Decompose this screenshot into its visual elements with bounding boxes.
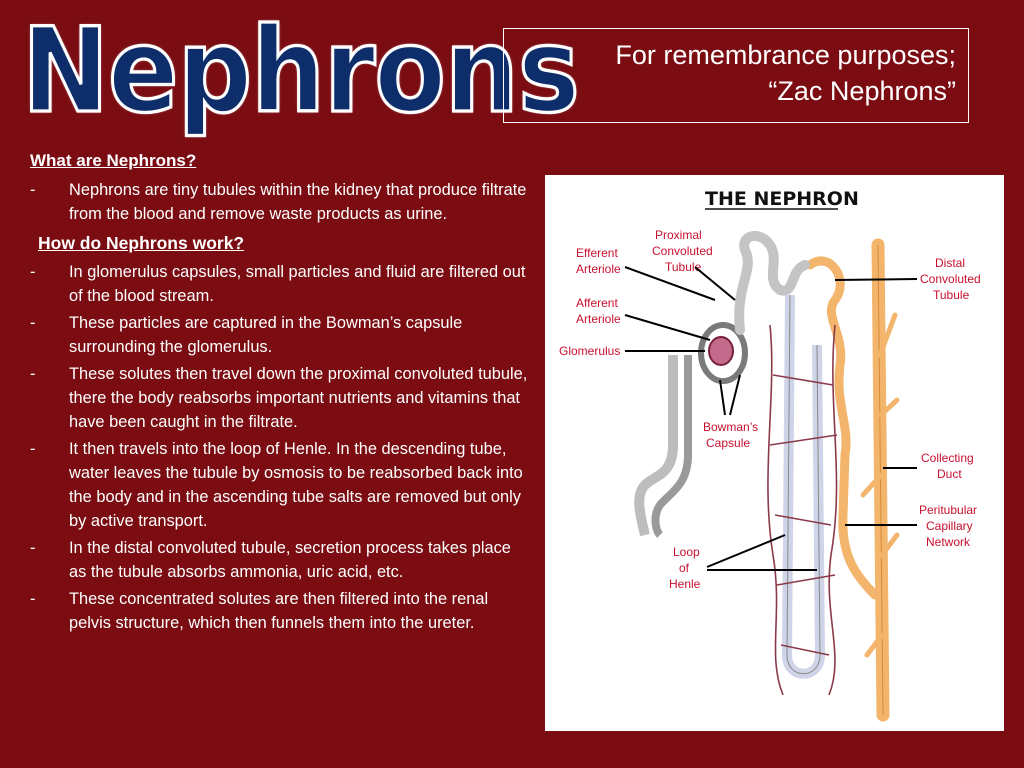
loop-of-henle-outline (786, 294, 821, 675)
callout-line-2: “Zac Nephrons” (768, 76, 956, 106)
bullet-item: - These particles are captured in the Bo… (30, 311, 530, 359)
label-peritubular-network: Peritubular Capillary Network (919, 503, 980, 549)
bullet-item: - Nephrons are tiny tubules within the k… (30, 178, 530, 226)
label-efferent-arteriole: Efferent Arteriole (576, 246, 621, 276)
label-loop-of-henle: Loop of Henle (669, 545, 703, 591)
text-content: What are Nephrons? - Nephrons are tiny t… (30, 150, 530, 638)
bullet-dash: - (30, 365, 36, 383)
bullet-item: - In the distal convoluted tubule, secre… (30, 536, 530, 584)
leader-bowmans-1 (719, 379, 726, 416)
leader-distal (834, 278, 918, 281)
mnemonic-callout: For remembrance purposes; “Zac Nephrons” (503, 28, 969, 123)
leader-efferent (624, 266, 716, 301)
glomerulus-shape (708, 336, 734, 366)
loop-of-henle-shape (781, 294, 826, 679)
bowmans-capsule-shape (698, 322, 748, 384)
bullet-item: - These concentrated solutes are then fi… (30, 587, 530, 635)
bullet-item: - These solutes then travel down the pro… (30, 362, 530, 434)
bullet-dash: - (30, 440, 36, 458)
collecting-duct-branches (860, 312, 900, 658)
label-proximal-tubule: Proximal Convoluted Tubule (652, 228, 716, 274)
bullet-dash: - (30, 539, 36, 557)
leader-lines (624, 266, 918, 571)
label-collecting-duct: Collecting Duct (921, 451, 977, 481)
nephron-diagram: THE NEPHRON Proximal Convoluted Tubule E… (545, 175, 1004, 731)
peritubular-capillary-shape (767, 324, 838, 696)
bullet-dash: - (30, 263, 36, 281)
heading-what-are-nephrons: What are Nephrons? (30, 151, 197, 170)
label-glomerulus: Glomerulus (559, 344, 620, 358)
leader-bowmans-2 (729, 374, 741, 416)
bullet-text: These particles are captured in the Bowm… (69, 314, 463, 356)
bullet-text: These solutes then travel down the proxi… (69, 365, 528, 431)
page-title: Nephrons (21, 2, 582, 140)
bullet-text: It then travels into the loop of Henle. … (69, 440, 523, 530)
bullet-text: These concentrated solutes are then filt… (69, 590, 489, 632)
proximal-tubule-shape (734, 231, 810, 335)
arteriole-vessel-shape-2 (651, 355, 692, 538)
bullet-dash: - (30, 181, 36, 199)
diagram-title: THE NEPHRON (705, 188, 859, 210)
label-distal-tubule: Distal Convoluted Tubule (920, 256, 984, 302)
bullet-item: - It then travels into the loop of Henle… (30, 437, 530, 533)
bullet-item: - In glomerulus capsules, small particle… (30, 260, 530, 308)
bullet-text: In the distal convoluted tubule, secreti… (69, 539, 511, 581)
heading-how-do-nephrons-work: How do Nephrons work? (38, 233, 245, 253)
bullet-dash: - (30, 590, 36, 608)
leader-proximal (694, 266, 736, 301)
nephron-illustration: THE NEPHRON Proximal Convoluted Tubule E… (559, 188, 984, 722)
bullet-text: Nephrons are tiny tubules within the kid… (69, 181, 527, 223)
leader-afferent (624, 314, 711, 341)
label-afferent-arteriole: Afferent Arteriole (576, 296, 621, 326)
bullet-dash: - (30, 314, 36, 332)
arteriole-vessel-shape (634, 355, 678, 537)
label-bowmans-capsule: Bowman’s Capsule (703, 420, 761, 450)
leader-loop-1 (706, 534, 786, 568)
callout-line-1: For remembrance purposes; (615, 40, 956, 70)
bullet-text: In glomerulus capsules, small particles … (69, 263, 526, 305)
